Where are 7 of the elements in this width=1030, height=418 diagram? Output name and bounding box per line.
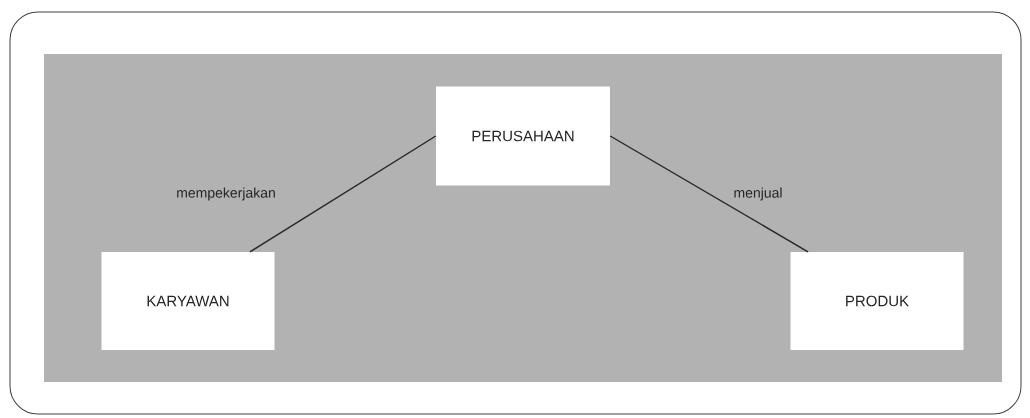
- edge-label: mempekerjakan: [177, 187, 275, 201]
- connector-line: [609, 135, 809, 253]
- entity-box: PERUSAHAAN: [436, 86, 610, 186]
- connector-line: [249, 135, 437, 253]
- edge-label: menjual: [734, 187, 782, 201]
- entity-box: PRODUK: [790, 252, 964, 350]
- entity-box: KARYAWAN: [101, 252, 275, 350]
